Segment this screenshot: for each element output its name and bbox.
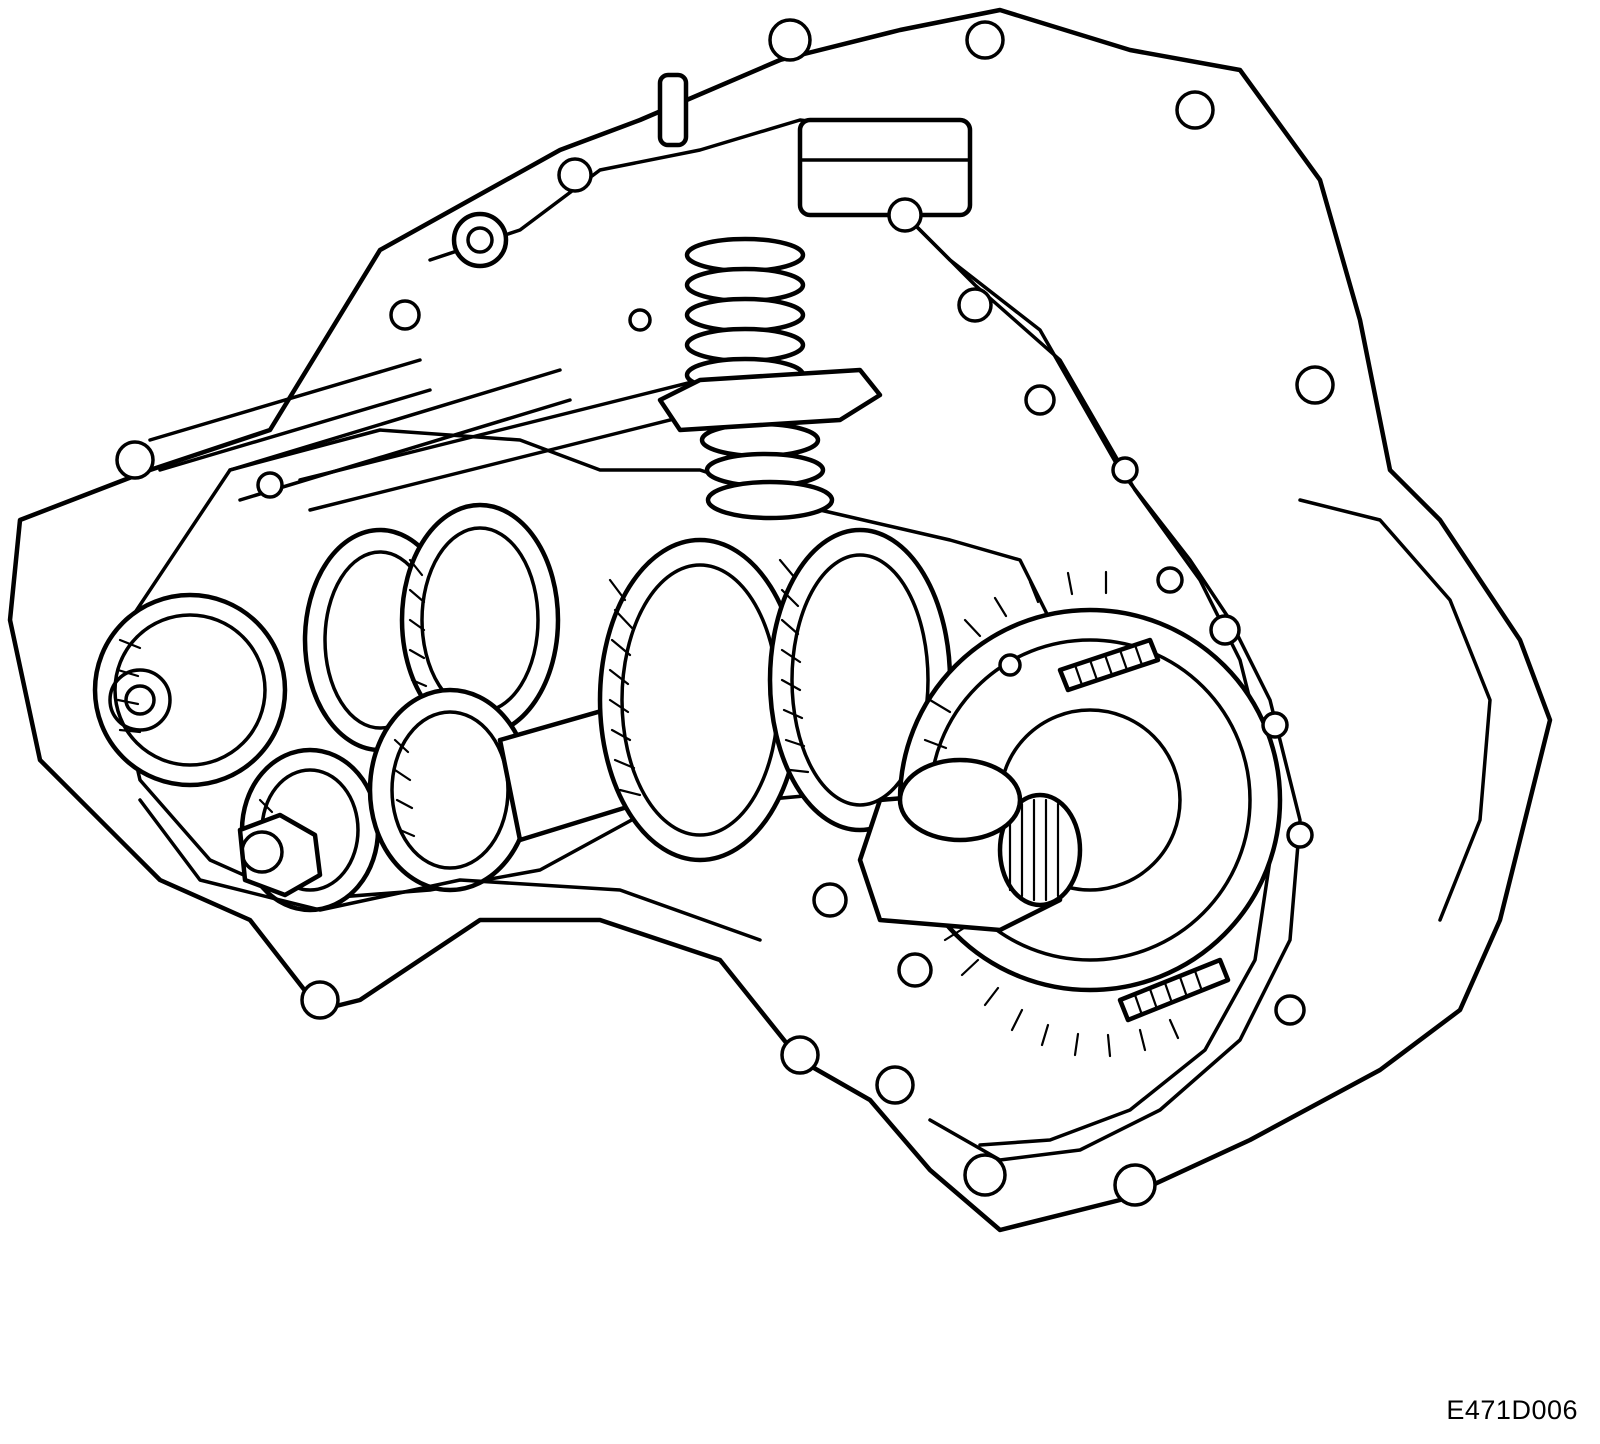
stud-lower [1117,957,1231,1023]
synchro-gear-2 [399,502,561,738]
stud-upper [1057,637,1161,693]
housing-bolt-holes [115,18,1335,1207]
shift-rail-lower [298,378,712,512]
input-shaft-gear-rear [92,592,288,788]
bearing-carrier [897,757,1023,843]
selector-housing-box [797,117,973,218]
shift-rail-upper [228,368,572,502]
output-nut-bore [240,830,284,874]
drive-shaft-splines [997,792,1083,908]
figure-code: E471D006 [1446,1395,1578,1425]
lower-casting-rib [138,798,762,942]
breather-vent [657,72,689,148]
filler-plug [451,211,509,269]
gear-large-1 [597,537,803,863]
drive-shaft-splines-lines [1008,798,1060,902]
output-gear-medium [367,687,533,893]
shift-rail-rear [148,358,432,472]
selector-lever-plate [657,367,883,433]
gear-teeth-hatching [116,558,810,868]
filler-plug-socket [466,226,494,254]
output-nut [237,812,323,898]
right-casting-rib [1298,498,1492,922]
